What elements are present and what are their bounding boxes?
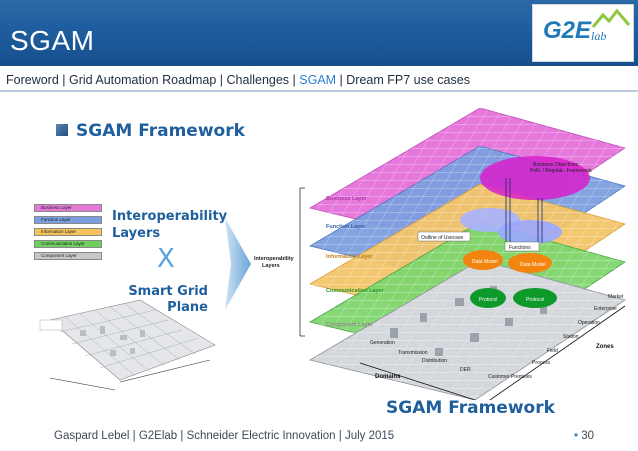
layer-label-component: Component Layer [326,322,374,328]
times-symbol: X [157,244,175,274]
layer-label-communication: Communication Layer [326,288,385,294]
domain-generation: Generation [370,340,395,346]
data-model-label: Data Model [472,259,498,265]
nav-separator: | [58,73,69,87]
domains-label: Domains [375,374,401,380]
zones-label: Zones [596,344,614,350]
nav-item-foreword[interactable]: Foreword [6,73,59,87]
logo-mountain-icon [591,8,631,28]
zone-market: Market [608,294,624,300]
slide-title: SGAM [10,25,95,56]
zone-enterprise: Enterprise [594,306,617,312]
protocol-ellipse-2 [513,288,557,308]
footer-text: Gaspard Lebel | G2Elab | Schneider Elect… [54,430,395,442]
functions-label: Functions [509,245,531,251]
nav-item-dream-fp7-use-cases[interactable]: Dream FP7 use cases [346,73,470,87]
layer-label-function: Function Layer [326,224,366,230]
data-model-ellipse-2 [508,253,552,273]
legend-item: Function Layer [34,216,102,224]
footer-part: Schneider Electric Innovation [186,430,336,442]
legend-item: Communication Layer [34,240,102,248]
nav-item-sgam[interactable]: SGAM [299,73,337,87]
business-objectives-ellipse [480,156,590,200]
outline-usecase-label: Outline of Usecase [421,235,463,241]
zone-station: Station [563,334,579,340]
data-model-label-2: Data Model [520,262,546,268]
page-number: • 30 [574,430,595,442]
protocol-ellipse-1 [470,288,506,308]
interop-side-label: Interoperability Layers [254,256,295,269]
data-model-ellipse-1 [463,250,503,270]
g2elab-logo: G2E lab [532,4,634,62]
logo-text: G2E [543,17,592,44]
layer-label-business: Business Layer [326,196,368,202]
sgam-caption: SGAM Framework [386,398,555,418]
sgam-layer-stack: Business Objectives Polit. / Regulat.. F… [254,108,626,400]
smart-grid-plane-figure [39,299,216,391]
nav-separator: | [289,73,300,87]
footer-part: July 2015 [344,430,395,442]
zone-field: Field [547,348,558,354]
legend-item: Component Layer [34,252,102,260]
nav-item-grid-automation-roadmap[interactable]: Grid Automation Roadmap [69,73,217,87]
logo-sub: lab [591,29,607,43]
section-title: SGAM Framework [76,121,245,141]
protocol-label: Protocol [479,297,497,303]
nav-item-challenges[interactable]: Challenges [226,73,290,87]
breadcrumb: Foreword | Grid Automation Roadmap | Cha… [6,73,470,87]
nav-separator: | [216,73,227,87]
bullet-icon [56,124,68,136]
business-objectives-label: Business Objectives Polit. / Regulat.. F… [530,162,592,174]
layer-label-information: Information Layer [326,254,373,260]
header-band: SGAM G2E lab [0,0,638,66]
legend-item: Information Layer [34,228,102,236]
domain-transmission: Transmission [398,350,428,356]
domain-customer-premises: Customer Premises [488,374,532,380]
nav-separator: | [336,73,347,87]
domain-der: DER [460,367,471,373]
domain-distribution: Distribution [422,358,447,364]
nav-bar: Foreword | Grid Automation Roadmap | Cha… [0,70,638,92]
protocol-label-2: Protocol [526,297,544,303]
footer-part: Gaspard Lebel [54,430,130,442]
footer-part: G2Elab [138,430,178,442]
arrow-right-icon [225,218,251,310]
zone-process: Process [532,360,551,366]
legend-item: Business Layer [34,204,102,212]
zone-operation: Operation [578,320,600,326]
